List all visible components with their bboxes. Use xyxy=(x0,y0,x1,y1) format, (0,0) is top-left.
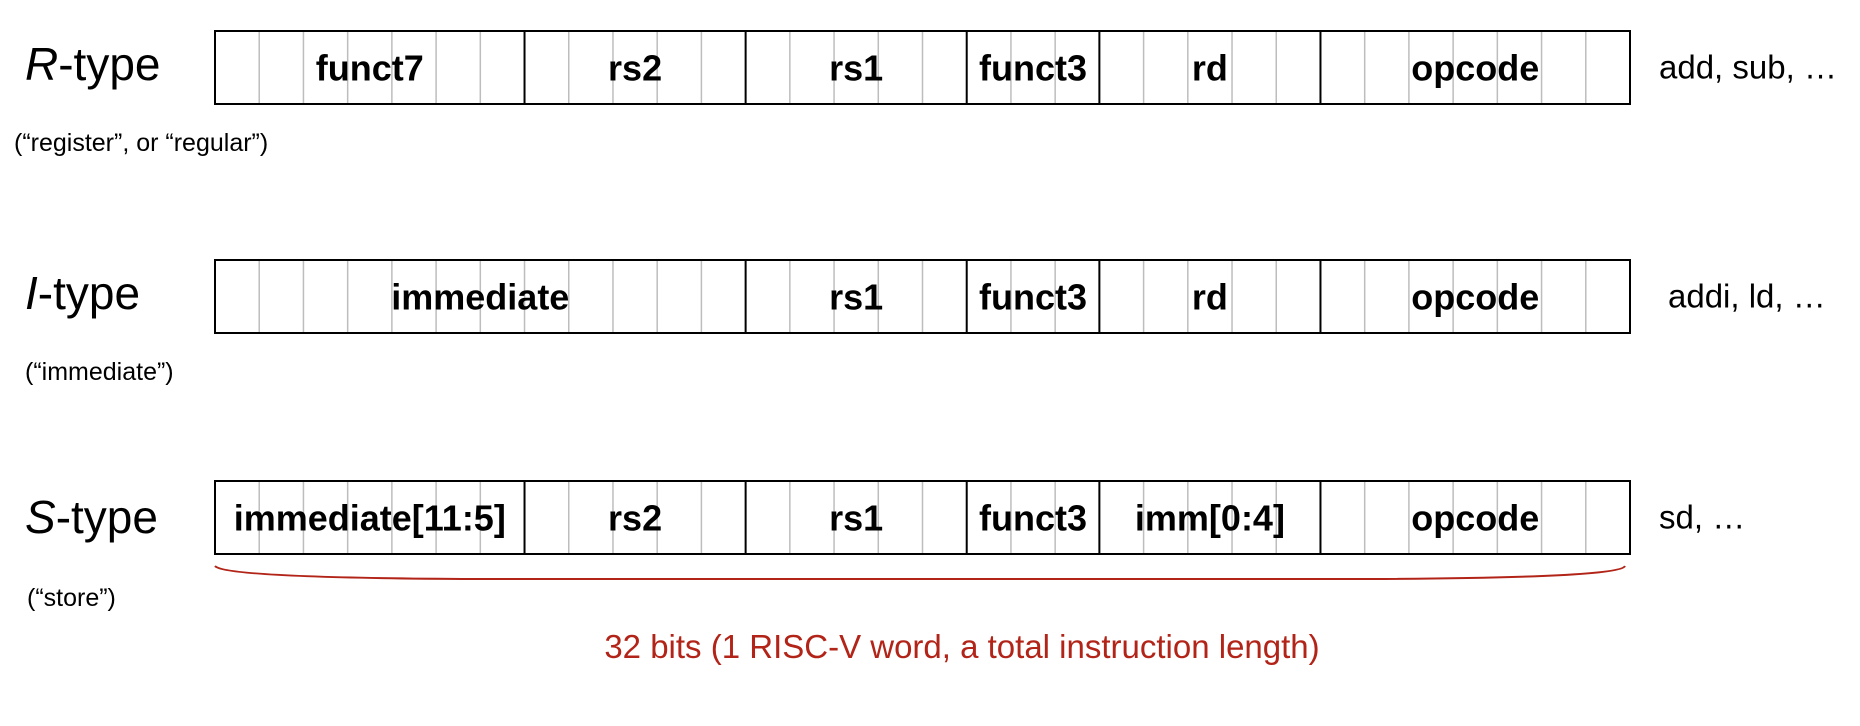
format-row-r-type: funct7 rs2 rs1 funct3 rd opcode R-type (“regist… xyxy=(14,30,1837,157)
field-label-rs1: rs1 xyxy=(829,498,883,539)
field-label-funct3: funct3 xyxy=(979,277,1087,318)
type-letter: S xyxy=(25,491,56,543)
field-label-rd: rd xyxy=(1192,277,1228,318)
type-subtitle: (“store”) xyxy=(27,584,116,612)
word-width-brace xyxy=(214,565,1626,580)
field-label-opcode: opcode xyxy=(1411,48,1539,89)
instruction-word-box xyxy=(214,480,1631,555)
type-label: I-type xyxy=(25,267,140,319)
type-suffix: -type xyxy=(56,491,158,543)
type-label: R-type xyxy=(25,38,161,90)
type-subtitle: (“register”, or “regular”) xyxy=(14,129,268,157)
field-label-opcode: opcode xyxy=(1411,277,1539,318)
field-label-funct3: funct3 xyxy=(979,498,1087,539)
example-instructions: sd, … xyxy=(1659,499,1745,536)
field-label-rd: rd xyxy=(1192,48,1228,89)
type-suffix: -type xyxy=(38,267,140,319)
instruction-word-box xyxy=(214,30,1631,105)
field-label-opcode: opcode xyxy=(1411,498,1539,539)
field-label-rs1: rs1 xyxy=(829,48,883,89)
type-letter: I xyxy=(25,267,38,319)
type-label: S-type xyxy=(25,491,158,543)
example-instructions: addi, ld, … xyxy=(1668,278,1826,315)
field-label-rs2: rs2 xyxy=(608,498,662,539)
field-label-imm-0-4-: imm[0:4] xyxy=(1135,498,1285,539)
type-letter: R xyxy=(25,38,58,90)
field-label-rs2: rs2 xyxy=(608,48,662,89)
format-row-i-type: immediate rs1 funct3 rd opcode I-type (“immedi… xyxy=(25,259,1826,386)
example-instructions: add, sub, … xyxy=(1659,49,1837,86)
field-label-immediate-11-5-: immediate[11:5] xyxy=(234,498,506,539)
field-label-funct3: funct3 xyxy=(979,48,1087,89)
type-suffix: -type xyxy=(58,38,160,90)
field-label-funct7: funct7 xyxy=(316,48,424,89)
word-length-label: 32 bits (1 RISC-V word, a total instruct… xyxy=(604,628,1319,665)
format-row-s-type: immediate[11:5] rs2 rs1 funct3 imm[0:4] opcod… xyxy=(25,480,1745,612)
field-label-immediate: immediate xyxy=(391,277,569,318)
instruction-word-box xyxy=(214,259,1631,334)
type-subtitle: (“immediate”) xyxy=(25,358,174,386)
field-label-rs1: rs1 xyxy=(829,277,883,318)
